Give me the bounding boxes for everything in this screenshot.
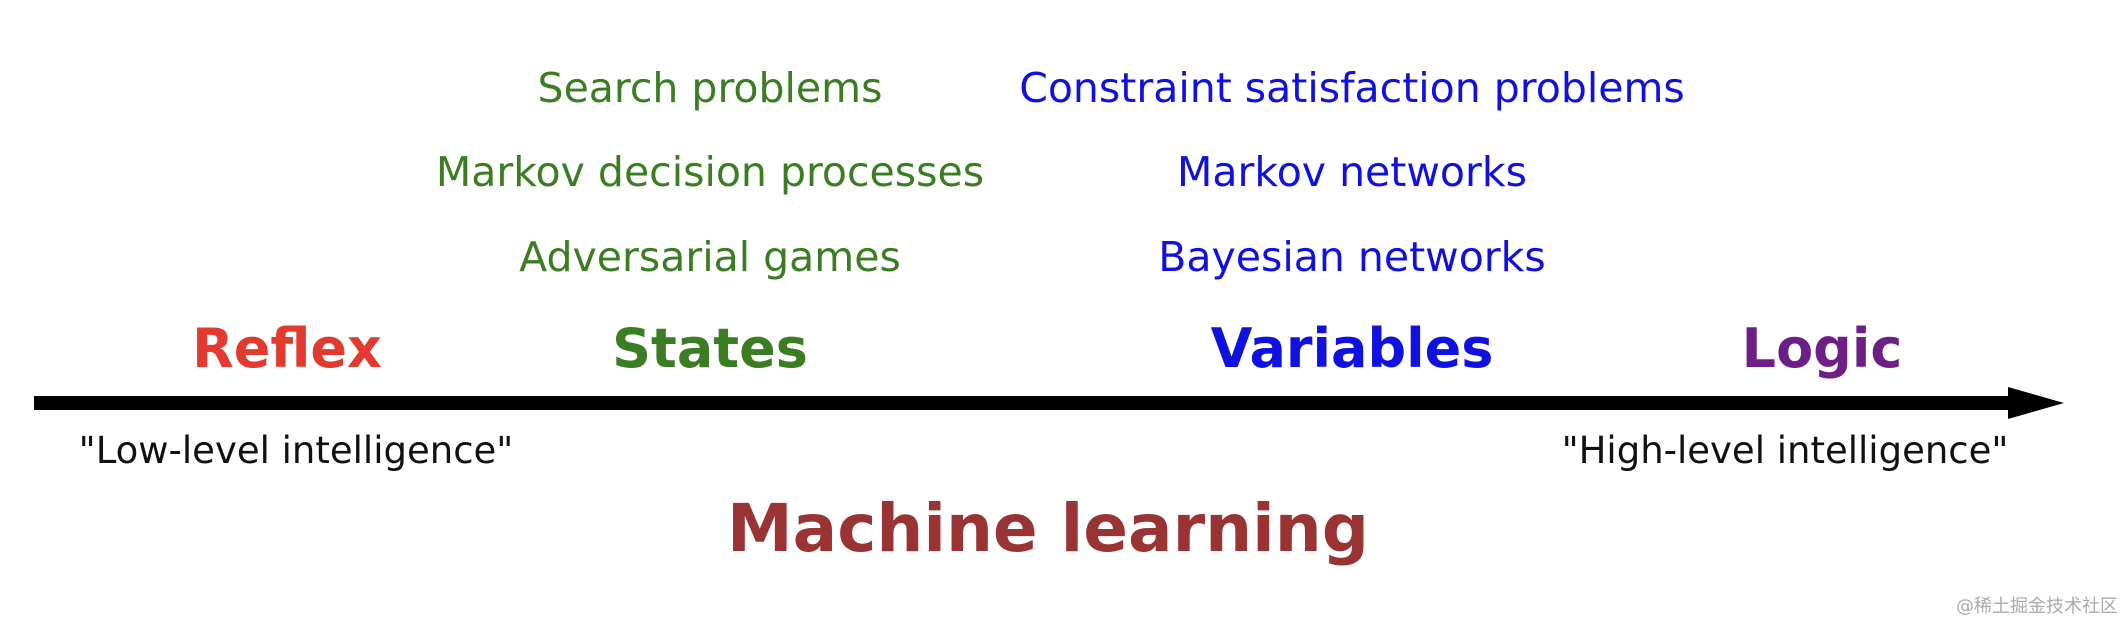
states-item-search-problems: Search problems	[537, 64, 883, 112]
category-variables: Variables	[1210, 317, 1494, 380]
variables-item-markov-networks: Markov networks	[1177, 148, 1527, 196]
axis-line	[34, 396, 2014, 410]
high-level-intelligence-label: "High-level intelligence"	[1561, 429, 2009, 472]
states-item-markov-decision-processes: Markov decision processes	[435, 148, 985, 196]
machine-learning-label: Machine learning	[727, 490, 1369, 567]
variables-item-bayesian-networks: Bayesian networks	[1158, 233, 1546, 281]
category-states: States	[612, 317, 808, 380]
low-level-intelligence-label: "Low-level intelligence"	[78, 429, 514, 472]
watermark: @稀土掘金技术社区	[1956, 596, 2118, 617]
axis-arrowhead	[2008, 387, 2064, 419]
category-reflex: Reflex	[192, 317, 382, 380]
variables-item-constraint-satisfaction-problems: Constraint satisfaction problems	[1019, 64, 1685, 112]
states-item-adversarial-games: Adversarial games	[519, 233, 901, 281]
category-logic: Logic	[1741, 317, 1903, 380]
